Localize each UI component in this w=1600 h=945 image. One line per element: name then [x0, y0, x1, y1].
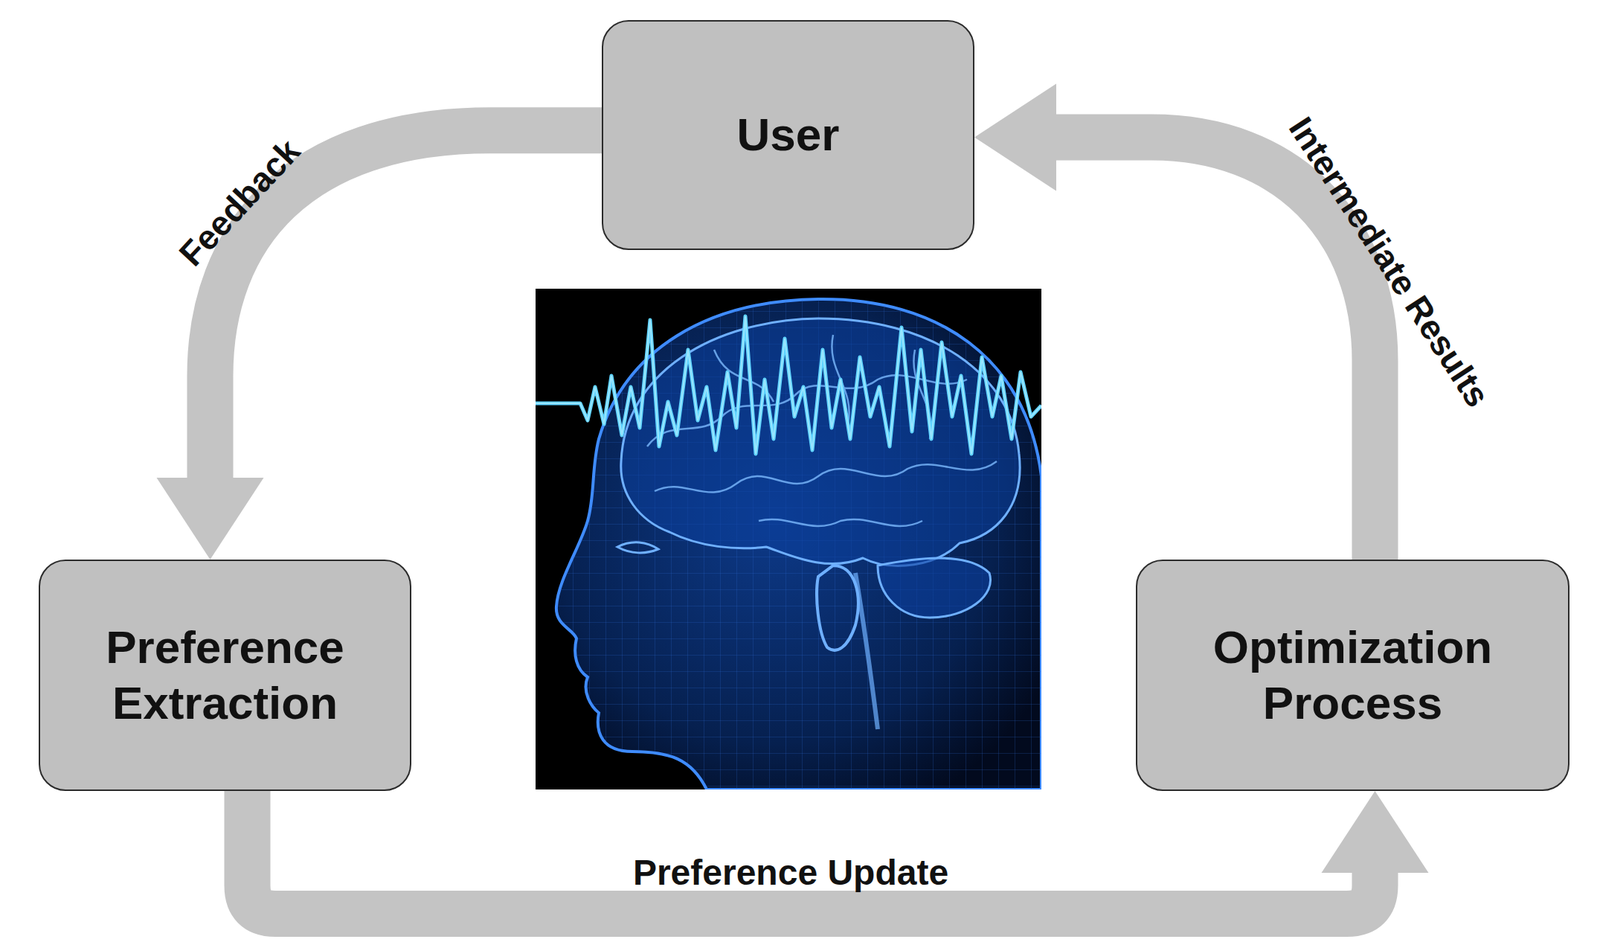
- flow-arrow: [247, 790, 1429, 914]
- arrow-label: Preference Update: [633, 851, 949, 893]
- arrow-head: [1321, 790, 1429, 873]
- eye: [617, 542, 659, 553]
- arrow-shaft: [247, 790, 1376, 914]
- ear: [816, 565, 859, 651]
- box-label: Optimization Process: [1164, 619, 1542, 731]
- brainwave: [535, 316, 1042, 454]
- head-silhouette: [556, 299, 1042, 790]
- process-box: Optimization Process: [1135, 559, 1570, 791]
- user-box: User: [601, 20, 975, 250]
- arrow-head: [974, 84, 1057, 192]
- arrow-head: [156, 477, 265, 560]
- image-background: [535, 288, 1042, 790]
- cerebellum: [877, 557, 991, 618]
- box-label: Preference Extraction: [66, 619, 384, 731]
- head-mesh: [556, 299, 1042, 790]
- box-label: User: [737, 107, 840, 163]
- process-box: Preference Extraction: [38, 559, 412, 791]
- flow-arrow: [156, 130, 603, 560]
